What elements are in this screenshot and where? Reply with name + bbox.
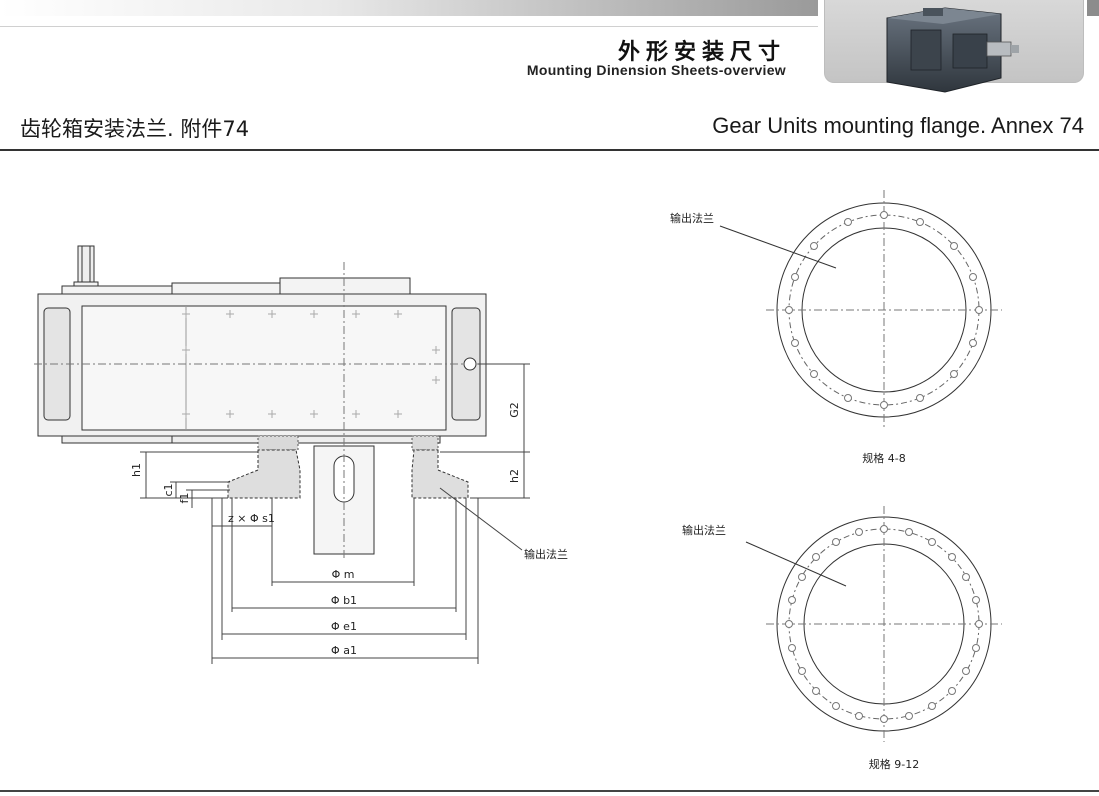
dim-label-f1: f1 [178,493,191,504]
dimension-lines [140,363,530,664]
page-title-cn: 外形安装尺寸 [617,39,786,65]
dim-label-a1: Φ a1 [331,644,357,657]
section-title-en: Gear Units mounting flange. Annex 74 [712,113,1084,138]
dim-label-h1: h1 [130,463,143,477]
section-divider [0,149,1099,151]
hole-spec-label: z × Φ s1 [228,512,275,525]
header-corner-block [1087,0,1099,16]
product-image-panel [824,0,1084,93]
flange-view-9-12 [745,506,1002,742]
flange-label-top: 输出法兰 [670,211,714,225]
flange-caption-bottom: 规格 9-12 [869,757,919,771]
dim-label-c1: c1 [162,483,175,496]
header-rule [0,26,818,27]
flange-label-bottom: 输出法兰 [682,523,726,537]
dim-label-b1: Φ b1 [331,594,357,607]
page-title-en: Mounting Dinension Sheets-overview [526,62,786,78]
gear-unit-side-view [34,245,500,560]
flange-label-left: 输出法兰 [524,547,568,561]
gear-unit-image [886,7,1019,93]
dim-label-g2: G2 [508,402,521,418]
flange-view-4-8 [719,190,1002,428]
header-gradient-bar [0,0,818,16]
flange-caption-top: 规格 4-8 [862,451,905,465]
dim-label-e1: Φ e1 [331,620,357,633]
section-title-cn: 齿轮箱安装法兰. 附件74 [20,117,250,141]
footer-rule [0,790,1099,792]
dim-label-h2: h2 [508,469,521,483]
dim-label-m: Φ m [332,568,355,581]
